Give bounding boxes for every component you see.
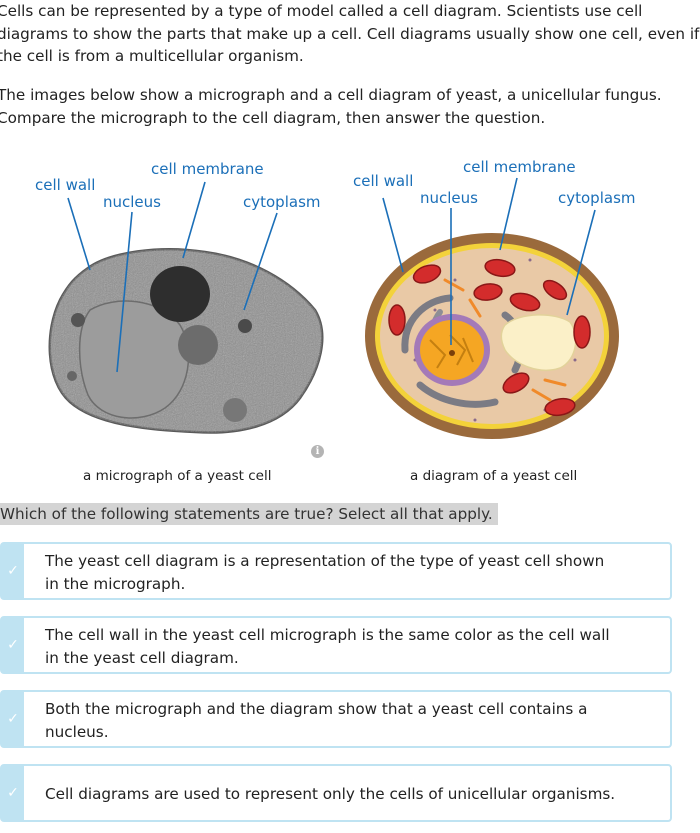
option-line: in the micrograph. xyxy=(45,574,186,593)
check-icon: ✓ xyxy=(2,766,24,820)
intro-line: The images below show a micrograph and a… xyxy=(0,86,662,104)
label-cytoplasm: cytoplasm xyxy=(243,193,321,211)
pointer-line xyxy=(243,212,278,311)
option-line: nucleus. xyxy=(45,722,109,741)
intro-paragraph-2: The images below show a micrograph and a… xyxy=(0,84,700,129)
info-icon[interactable]: i xyxy=(311,445,324,458)
pointer-line xyxy=(382,197,404,273)
option-text: Both the micrograph and the diagram show… xyxy=(45,698,650,743)
intro-line: the cell is from a multicellular organis… xyxy=(0,47,304,65)
label-cell-membrane: cell membrane xyxy=(463,158,576,176)
option-line: in the yeast cell diagram. xyxy=(45,648,239,667)
intro-line: Cells can be represented by a type of mo… xyxy=(0,2,643,20)
option-line: The cell wall in the yeast cell microgra… xyxy=(45,626,610,644)
label-cell-wall: cell wall xyxy=(35,176,96,194)
pointer-line xyxy=(67,197,91,271)
intro-line: diagrams to show the parts that make up … xyxy=(0,24,700,43)
cell-diagram-image xyxy=(365,177,619,439)
micrograph-image xyxy=(48,181,324,434)
micrograph-caption: a micrograph of a yeast cell xyxy=(83,468,272,484)
label-cell-wall: cell wall xyxy=(353,172,414,190)
pointer-line xyxy=(182,181,206,259)
pointer-line xyxy=(499,177,518,251)
diagram-caption: a diagram of a yeast cell xyxy=(410,468,578,484)
intro-paragraph-1: Cells can be represented by a type of mo… xyxy=(0,0,700,68)
diagram-figure: cell wall cell membrane nucleus cytoplas… xyxy=(345,140,700,460)
check-icon: ✓ xyxy=(2,618,24,672)
pointer-line xyxy=(116,211,133,373)
option-text: Cell diagrams are used to represent only… xyxy=(45,783,650,806)
label-nucleus: nucleus xyxy=(420,189,478,207)
option-line: The yeast cell diagram is a representati… xyxy=(45,552,605,570)
option-text: The yeast cell diagram is a representati… xyxy=(45,550,650,595)
option-line: Both the micrograph and the diagram show… xyxy=(45,700,588,718)
question-prompt: Which of the following statements are tr… xyxy=(0,503,498,525)
answer-option-2[interactable]: ✓ The cell wall in the yeast cell microg… xyxy=(0,616,672,674)
answer-option-1[interactable]: ✓ The yeast cell diagram is a representa… xyxy=(0,542,672,600)
answer-option-4[interactable]: ✓ Cell diagrams are used to represent on… xyxy=(0,764,672,822)
check-icon: ✓ xyxy=(2,544,24,598)
intro-line: Compare the micrograph to the cell diagr… xyxy=(0,108,546,127)
label-cell-membrane: cell membrane xyxy=(151,160,264,178)
label-cytoplasm: cytoplasm xyxy=(558,189,636,207)
check-icon: ✓ xyxy=(2,692,24,746)
answer-option-3[interactable]: ✓ Both the micrograph and the diagram sh… xyxy=(0,690,672,748)
micrograph-figure: cell wall cell membrane nucleus cytoplas… xyxy=(0,140,345,460)
label-nucleus: nucleus xyxy=(103,193,161,211)
pointer-line xyxy=(566,209,596,316)
option-text: The cell wall in the yeast cell microgra… xyxy=(45,624,650,669)
option-line: Cell diagrams are used to represent only… xyxy=(45,785,616,803)
